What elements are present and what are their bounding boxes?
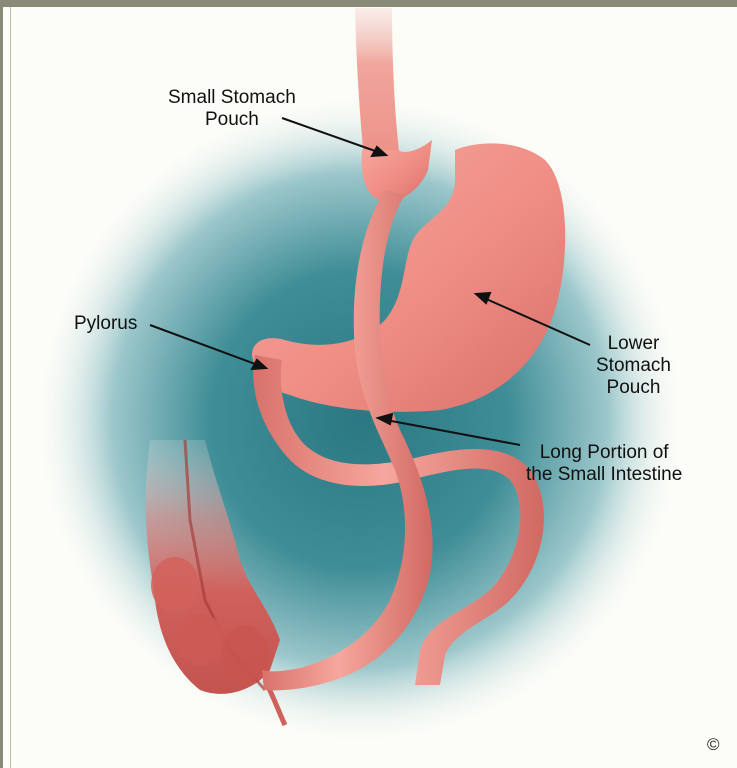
long-portion-line-1: Long Portion of <box>526 442 682 464</box>
small-stomach-pouch-line-1: Small Stomach <box>168 87 296 109</box>
lower-stomach-pouch-line-2: Stomach <box>596 355 671 377</box>
background-glow <box>40 95 700 765</box>
pylorus-label: Pylorus <box>74 313 137 335</box>
copyright-symbol: © <box>707 735 720 755</box>
small-stomach-pouch-label: Small Stomach Pouch <box>168 87 296 131</box>
lower-stomach-pouch-line-1: Lower <box>596 333 671 355</box>
lower-stomach-pouch-label: Lower Stomach Pouch <box>596 333 671 399</box>
small-stomach-pouch-line-2: Pouch <box>168 109 296 131</box>
lower-stomach-pouch-line-3: Pouch <box>596 377 671 399</box>
long-portion-line-2: the Small Intestine <box>526 464 682 486</box>
long-portion-small-intestine-label: Long Portion of the Small Intestine <box>526 442 682 486</box>
